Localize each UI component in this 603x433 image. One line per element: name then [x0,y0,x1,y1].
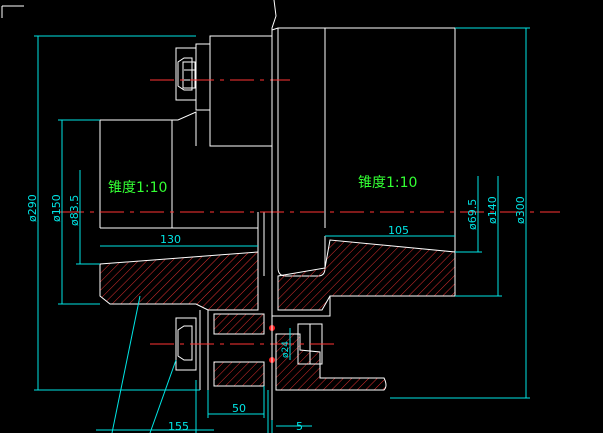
dim-len105: 105 [388,224,409,237]
dim-d290: ø290 [26,194,39,222]
dim-d300: ø300 [514,196,527,224]
bottom-bolt-icon [175,310,323,390]
dim-d695: ø69.5 [466,199,479,230]
dim-len5: 5 [296,420,303,433]
dim-small: ø24 [281,341,291,358]
ucs-icon [1,5,24,18]
dim-len50: 50 [232,402,246,415]
left-hub-outline [99,35,273,276]
dim-d140: ø140 [486,196,499,224]
centerlines [60,79,560,345]
dim-d835: ø83.5 [68,195,81,226]
dim-d150: ø150 [50,194,63,222]
taper-note-right: 锥度1:10 [358,175,417,191]
dimension-lines [34,27,530,433]
hatched-section [99,239,456,391]
dim-len130: 130 [160,233,181,246]
dim-len155: 155 [168,420,189,433]
taper-note-left: 锥度1:10 [108,180,167,196]
joint-line [271,0,277,433]
top-bolt-icon [177,57,196,91]
